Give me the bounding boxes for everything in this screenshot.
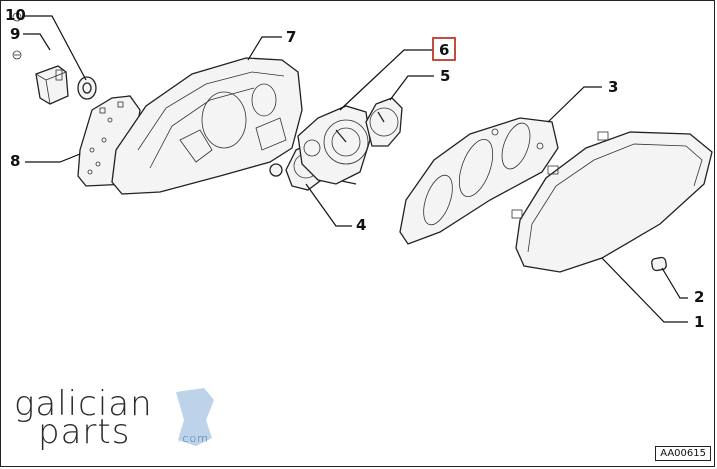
part-9-socket bbox=[35, 65, 69, 105]
logo-blob-shape bbox=[176, 388, 214, 446]
callout-5: 5 bbox=[440, 67, 450, 85]
callout-6: 6 bbox=[439, 41, 449, 59]
logo-text-line1: galician bbox=[14, 384, 153, 424]
part-6-speedometer-dial bbox=[297, 105, 371, 185]
callout-2: 2 bbox=[694, 288, 704, 306]
callout-8: 8 bbox=[10, 152, 20, 170]
callout-3: 3 bbox=[608, 78, 618, 96]
reference-code-label: AA00615 bbox=[655, 446, 711, 461]
part-10-ring bbox=[77, 76, 97, 100]
callout-7: 7 bbox=[286, 28, 296, 46]
part-5-tachometer-dial bbox=[365, 97, 403, 147]
leader-lines bbox=[23, 15, 688, 323]
part-7-cluster-housing bbox=[111, 57, 303, 195]
part-2-clip bbox=[651, 256, 667, 272]
logo-text-line2: parts bbox=[38, 412, 131, 452]
part-1-lens-cover bbox=[511, 131, 713, 273]
callout-1: 1 bbox=[694, 313, 704, 331]
logo-text-suffix: .com bbox=[178, 432, 209, 445]
callout-4: 4 bbox=[356, 216, 366, 234]
callout-6-highlight-box bbox=[432, 37, 456, 61]
small-glyph-icons bbox=[12, 12, 22, 60]
callout-10: 10 bbox=[5, 6, 26, 24]
part-3-bezel bbox=[399, 117, 559, 245]
callout-9: 9 bbox=[10, 25, 20, 43]
galicianparts-logo: galician parts .com bbox=[10, 384, 220, 454]
